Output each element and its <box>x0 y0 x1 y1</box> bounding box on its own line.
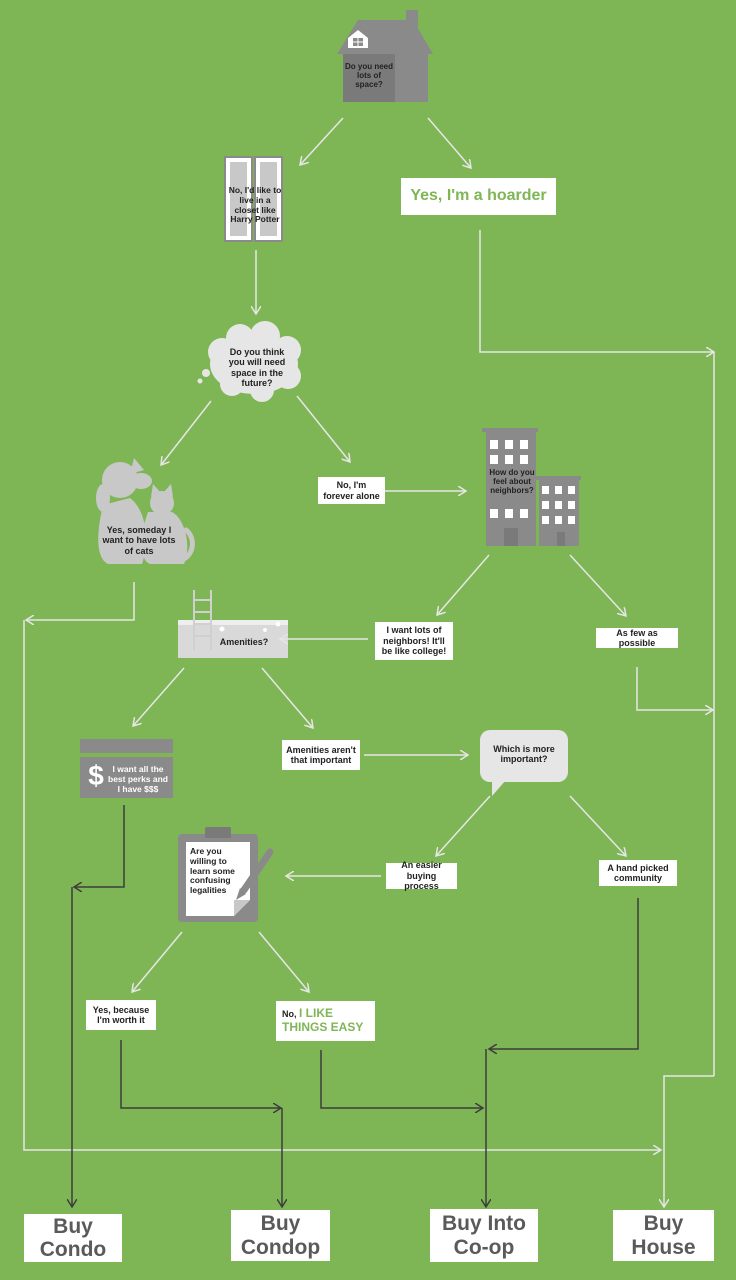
speech-bubble-icon <box>480 730 568 796</box>
clipboard-icon <box>178 827 274 922</box>
answer-best-perks: I want all the best perks and I have $$$ <box>108 764 168 794</box>
question-future: Do you think you will need space in the … <box>228 347 286 389</box>
question-amenities: Amenities? <box>219 637 269 647</box>
outcome-buy-condop: Buy Condop <box>231 1210 330 1261</box>
dollar-icon: $ <box>88 760 104 791</box>
answer-things-easy-prefix: No, <box>282 1009 297 1020</box>
answer-hand-picked: A hand picked community <box>599 860 677 886</box>
buildings-icon <box>482 428 581 546</box>
answer-things-easy: No, I LIKE THINGS EASY <box>276 1001 375 1041</box>
light-arrows <box>23 117 714 1207</box>
answer-closet: No, I'd like to live in a closet like Ha… <box>228 185 282 225</box>
question-neighbors: How do you feel about neighbors? <box>489 468 535 496</box>
answer-worth-it: Yes, because I'm worth it <box>86 1000 156 1030</box>
money-card-icon <box>80 739 173 798</box>
question-legalities: Are you willing to learn some confusing … <box>190 846 235 896</box>
thought-cloud-icon <box>197 321 301 402</box>
house-icon <box>337 10 433 102</box>
answer-cats: Yes, someday I want to have lots of cats <box>102 525 176 556</box>
pets-icon <box>96 458 195 564</box>
dark-arrows <box>72 805 639 1207</box>
outcome-buy-into-coop: Buy Into Co-op <box>430 1209 538 1262</box>
outcome-buy-condo: Buy Condo <box>24 1214 122 1262</box>
pool-icon <box>178 590 288 658</box>
answer-hoarder: Yes, I'm a hoarder <box>401 178 556 215</box>
closet-icon <box>224 156 283 242</box>
answer-lots-neighbors: I want lots of neighbors! It'll be like … <box>375 622 453 660</box>
answer-things-easy-highlight: I LIKE THINGS EASY <box>282 1006 364 1034</box>
answer-forever-alone: No, I'm forever alone <box>318 477 385 504</box>
outcome-buy-house: Buy House <box>613 1210 714 1261</box>
question-space: Do you need lots of space? <box>345 62 394 90</box>
answer-few-neighbors: As few as possible <box>596 628 678 648</box>
question-important: Which is more important? <box>493 744 555 765</box>
answer-easier-process: An easier buying process <box>386 860 457 891</box>
answer-amenities-not-important: Amenities aren't that important <box>282 740 360 770</box>
